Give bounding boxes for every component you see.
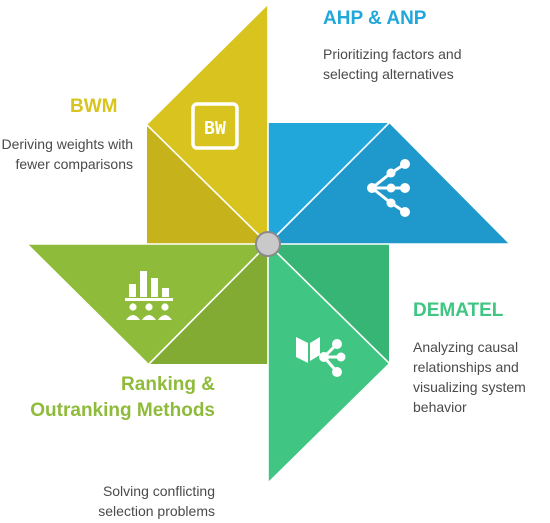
center-hub <box>255 231 281 257</box>
causal-graph-icon <box>296 337 346 377</box>
bwm-title: BWM <box>70 96 118 117</box>
ranking-podium-icon <box>125 271 173 320</box>
ranking-description: Solving conflicting selection problems <box>98 483 215 519</box>
dematel-description: Analyzing causal relationships and visua… <box>413 339 526 415</box>
ahp-blade <box>268 123 509 244</box>
hierarchy-network-icon <box>367 159 410 217</box>
ahp-anp-description: Prioritizing factors and selecting alter… <box>323 46 462 82</box>
dematel-title: DEMATEL <box>413 300 504 321</box>
ahp-blade-outer <box>268 123 509 244</box>
bwm-description: Deriving weights with fewer comparisons <box>1 136 134 172</box>
bw-badge-icon: BW <box>191 102 239 150</box>
bwm-blade-outer <box>147 5 268 244</box>
bw-badge-label: BW <box>204 118 226 139</box>
ranking-title: Ranking & Outranking Methods <box>30 374 215 421</box>
ahp-anp-title: AHP & ANP <box>323 8 427 29</box>
